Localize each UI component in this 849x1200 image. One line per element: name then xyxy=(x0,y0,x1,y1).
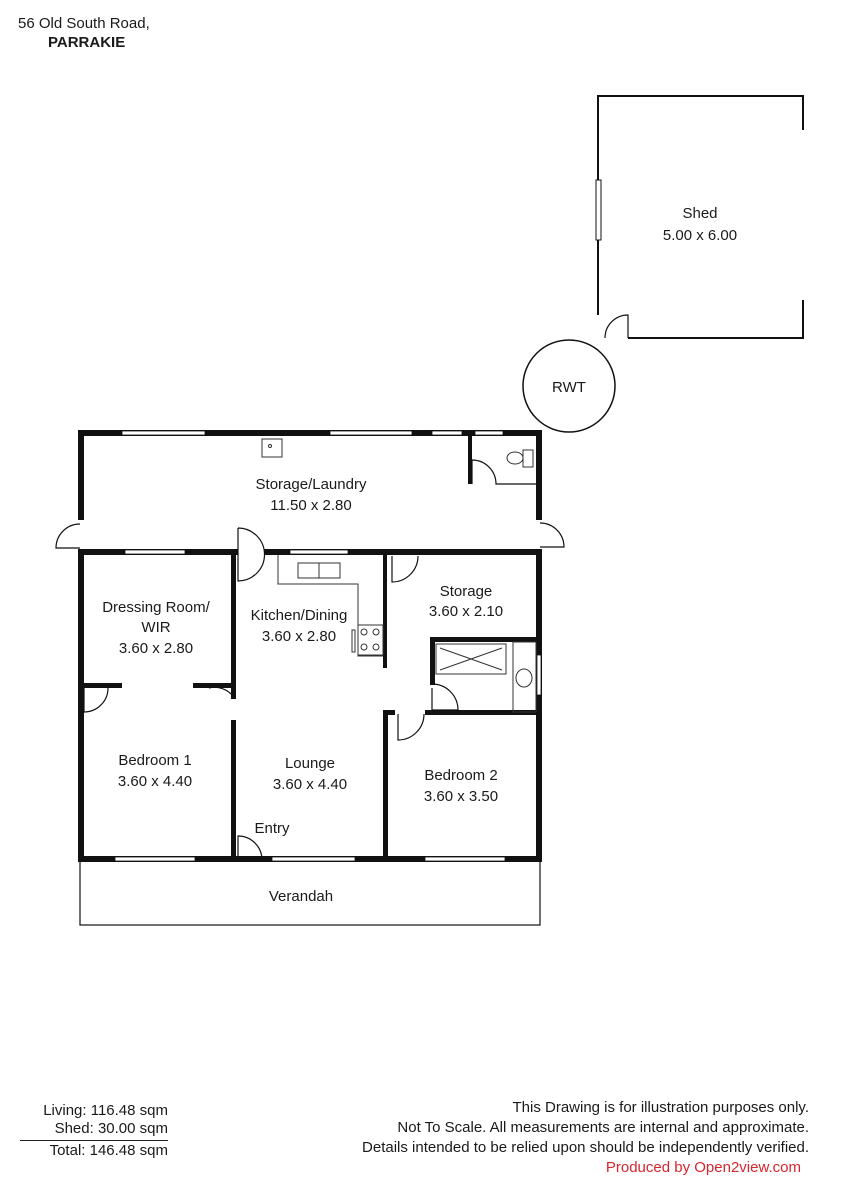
address: 56 Old South Road, PARRAKIE xyxy=(18,14,150,52)
producer-credit: Produced by Open2view.com xyxy=(605,1159,801,1176)
dressing-label-2: WIR xyxy=(141,619,170,636)
basin-icon xyxy=(515,668,533,688)
kitchen-bench xyxy=(277,555,383,657)
bathtub-icon xyxy=(435,643,507,675)
entry-label: Entry xyxy=(254,820,290,837)
kitchen-label: Kitchen/Dining xyxy=(251,607,348,624)
shed-label: Shed xyxy=(682,205,717,222)
street-address: 56 Old South Road, xyxy=(18,15,150,32)
bedroom1-label: Bedroom 1 xyxy=(118,752,191,769)
storage-dims: 3.60 x 2.10 xyxy=(429,603,503,620)
kitchen-dims: 3.60 x 2.80 xyxy=(262,628,336,645)
storage-label: Storage xyxy=(440,583,493,600)
laundry-dims: 11.50 x 2.80 xyxy=(270,497,351,514)
bedroom2-dims: 3.60 x 3.50 xyxy=(424,788,498,805)
lounge-label: Lounge xyxy=(285,755,335,772)
verandah-label: Verandah xyxy=(269,888,333,905)
fixtures xyxy=(261,438,537,713)
area-summary: Living: 116.48 sqm Shed: 30.00 sqm Total… xyxy=(20,1102,168,1160)
shed-area: Shed: 30.00 sqm xyxy=(54,1120,168,1137)
laundry-sink-icon xyxy=(261,438,283,458)
total-area: Total: 146.48 sqm xyxy=(20,1140,168,1160)
lounge-dims: 3.60 x 4.40 xyxy=(273,776,347,793)
cooktop-icon xyxy=(357,624,384,656)
bedroom1-dims: 3.60 x 4.40 xyxy=(118,773,192,790)
windows xyxy=(114,430,542,862)
bedroom2-label: Bedroom 2 xyxy=(424,767,497,784)
shed xyxy=(595,95,804,339)
laundry-label: Storage/Laundry xyxy=(256,476,367,493)
disclaimer-line-2: Not To Scale. All measurements are inter… xyxy=(397,1119,809,1136)
shed-dims: 5.00 x 6.00 xyxy=(663,227,737,244)
disclaimer-line-3: Details intended to be relied upon shoul… xyxy=(362,1139,809,1156)
dressing-label: Dressing Room/ xyxy=(102,599,210,616)
disclaimer-line-1: This Drawing is for illustration purpose… xyxy=(512,1099,809,1116)
rwt-label: RWT xyxy=(552,379,586,396)
rainwater-tank xyxy=(522,339,616,433)
doors xyxy=(55,459,565,861)
suburb: PARRAKIE xyxy=(48,34,126,51)
disclaimer: This Drawing is for illustration purpose… xyxy=(362,1098,809,1178)
living-area: Living: 116.48 sqm xyxy=(43,1102,168,1119)
dressing-dims: 3.60 x 2.80 xyxy=(119,640,193,657)
toilet-icon xyxy=(506,451,524,465)
